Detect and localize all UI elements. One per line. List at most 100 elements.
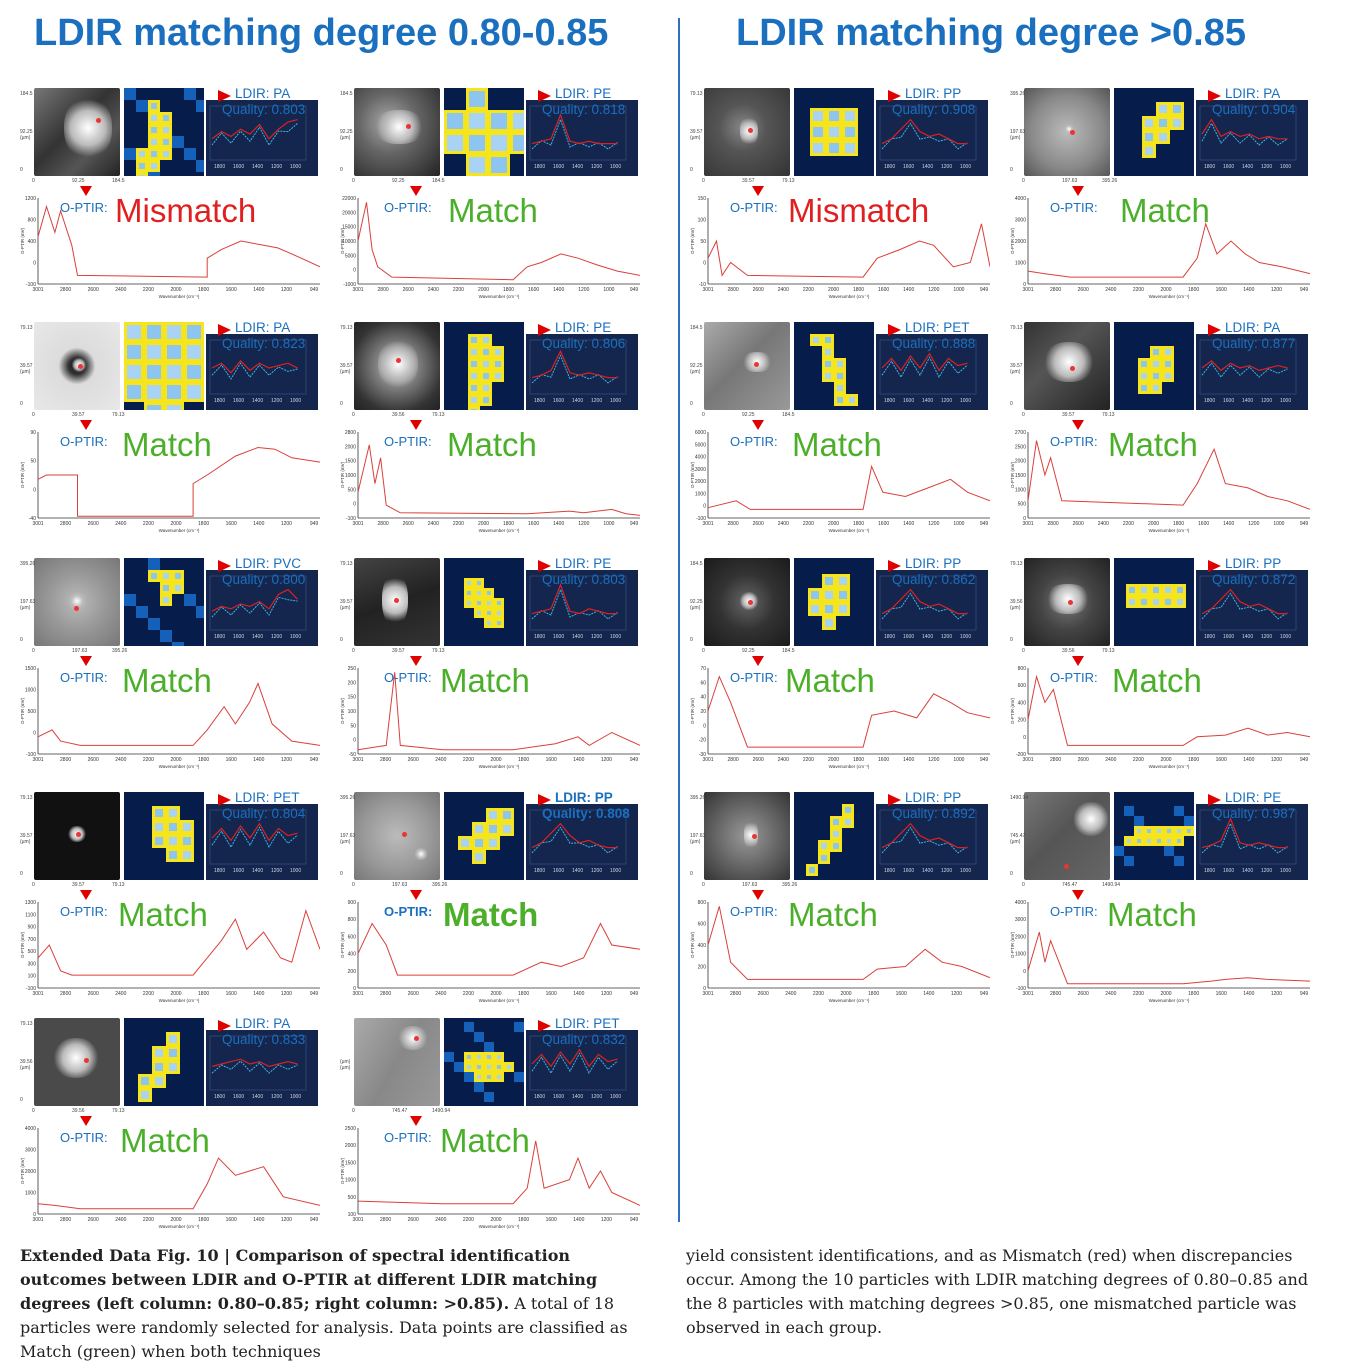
micrograph-x-tick: 0 bbox=[352, 882, 355, 888]
map-noise-cell bbox=[1134, 816, 1144, 826]
optir-x-tick: 2400 bbox=[778, 521, 789, 527]
optir-label: O-PTIR: bbox=[730, 200, 778, 215]
micrograph-y-tick: 92.25 bbox=[690, 599, 703, 605]
micrograph-y-tick: 39.57 bbox=[340, 599, 353, 605]
measurement-point-marker bbox=[402, 832, 407, 837]
optir-x-tick: 949 bbox=[980, 991, 989, 997]
optir-x-tick: 949 bbox=[1300, 521, 1309, 527]
optir-y-tick: 20 bbox=[700, 709, 706, 715]
optir-x-tick: 1200 bbox=[281, 757, 292, 763]
optir-y-axis-label: O-PTIR (mV) bbox=[340, 227, 345, 254]
optir-y-tick: 0 bbox=[703, 723, 706, 729]
optir-x-axis-label: Wavenumber (cm⁻¹) bbox=[1149, 528, 1190, 533]
optir-y-tick: 0 bbox=[1023, 735, 1026, 741]
map-particle-cell bbox=[1164, 826, 1174, 836]
optir-y-tick: 2500 bbox=[1015, 444, 1026, 450]
map-noise-cell bbox=[160, 630, 172, 642]
optir-y-tick: 2500 bbox=[345, 1126, 356, 1132]
ldir-quality-label: Quality: 0.987 bbox=[1212, 806, 1296, 821]
reference-spectrum-line bbox=[1201, 822, 1288, 854]
map-particle-cell bbox=[1174, 826, 1184, 836]
optir-y-tick: 100 bbox=[28, 974, 37, 980]
map-noise-cell bbox=[124, 594, 136, 606]
reference-spectrum-line bbox=[1201, 362, 1288, 378]
optir-x-tick: 1600 bbox=[1216, 287, 1227, 293]
map-particle-cell bbox=[494, 1052, 504, 1062]
optir-x-tick: 949 bbox=[1300, 757, 1309, 763]
map-particle-cell bbox=[148, 124, 160, 136]
optir-x-tick: 1000 bbox=[953, 757, 964, 763]
optir-x-tick: 1800 bbox=[1173, 521, 1184, 527]
micrograph-x-tick: 184.5 bbox=[112, 178, 125, 184]
ldir-intensity-map bbox=[1114, 558, 1194, 646]
map-noise-cell bbox=[1164, 846, 1174, 856]
optir-x-tick: 1800 bbox=[853, 287, 864, 293]
optir-y-tick: 400 bbox=[1018, 700, 1027, 706]
map-particle-cell bbox=[830, 840, 842, 852]
spectrum-x-tick: 1400 bbox=[1242, 634, 1253, 640]
spectrum-x-tick: 1000 bbox=[610, 164, 621, 170]
spectrum-x-tick: 1000 bbox=[960, 398, 971, 404]
optir-pointer-icon bbox=[80, 656, 92, 666]
map-particle-cell bbox=[822, 370, 834, 382]
map-particle-cell bbox=[160, 136, 172, 148]
micrograph-x-tick: 39.57 bbox=[392, 648, 405, 654]
micrograph-image bbox=[1024, 88, 1110, 176]
measurement-point-marker bbox=[84, 1058, 89, 1063]
optir-x-tick: 3001 bbox=[352, 991, 363, 997]
optir-y-tick: 15000 bbox=[342, 225, 356, 231]
optir-y-tick: 50 bbox=[30, 459, 36, 465]
micrograph-y-tick: 0 bbox=[20, 637, 23, 643]
optir-x-tick: 1200 bbox=[1248, 521, 1259, 527]
optir-x-tick: 1000 bbox=[603, 521, 614, 527]
map-noise-cell bbox=[514, 1022, 524, 1032]
map-particle-cell bbox=[464, 578, 474, 588]
map-particle-cell bbox=[468, 346, 480, 358]
spectrum-x-tick: 1400 bbox=[922, 398, 933, 404]
spectrum-x-tick: 1200 bbox=[591, 164, 602, 170]
optir-y-tick: 1000 bbox=[1015, 952, 1026, 958]
optir-x-tick: 3001 bbox=[32, 757, 43, 763]
map-particle-cell bbox=[466, 110, 488, 132]
micrograph-y-tick: 79.13 bbox=[340, 325, 353, 331]
optir-x-tick: 2800 bbox=[1050, 757, 1061, 763]
optir-y-tick: 300 bbox=[28, 961, 37, 967]
ldir-intensity-map bbox=[444, 88, 524, 176]
optir-label: O-PTIR: bbox=[384, 200, 432, 215]
optir-x-tick: 2800 bbox=[728, 521, 739, 527]
micrograph-x-tick: 79.13 bbox=[112, 882, 125, 888]
optir-x-tick: 2400 bbox=[428, 521, 439, 527]
map-noise-cell bbox=[444, 1052, 454, 1062]
map-particle-cell bbox=[144, 402, 164, 410]
map-particle-cell bbox=[806, 864, 818, 876]
verdict-label: Match bbox=[785, 662, 875, 699]
micrograph-y-tick: 184.5 bbox=[690, 325, 703, 331]
measurement-point-marker bbox=[96, 118, 101, 123]
ldir-intensity-map bbox=[794, 88, 874, 176]
micrograph-y-unit: (μm) bbox=[690, 605, 701, 611]
micrograph-image bbox=[354, 322, 440, 410]
spectrum-frame bbox=[1199, 339, 1297, 395]
map-particle-cell bbox=[480, 382, 492, 394]
optir-y-tick: 5000 bbox=[345, 253, 356, 259]
map-particle-cell bbox=[184, 362, 204, 382]
optir-x-tick: 2200 bbox=[453, 521, 464, 527]
optir-x-axis-label: Wavenumber (cm⁻¹) bbox=[829, 764, 870, 769]
spectrum-frame bbox=[1199, 575, 1297, 631]
sample-spectrum-line bbox=[1201, 817, 1288, 849]
optir-spectrum-line bbox=[1027, 674, 1310, 746]
map-particle-cell bbox=[466, 154, 488, 176]
optir-x-axis-label: Wavenumber (cm⁻¹) bbox=[1149, 294, 1190, 299]
micrograph-y-tick: 79.13 bbox=[340, 561, 353, 567]
spectrum-x-tick: 1800 bbox=[1204, 634, 1215, 640]
map-noise-cell bbox=[184, 594, 196, 606]
spectrum-x-tick: 1000 bbox=[1280, 868, 1291, 874]
measurement-point-marker bbox=[1068, 600, 1073, 605]
map-noise-cell bbox=[136, 606, 148, 618]
